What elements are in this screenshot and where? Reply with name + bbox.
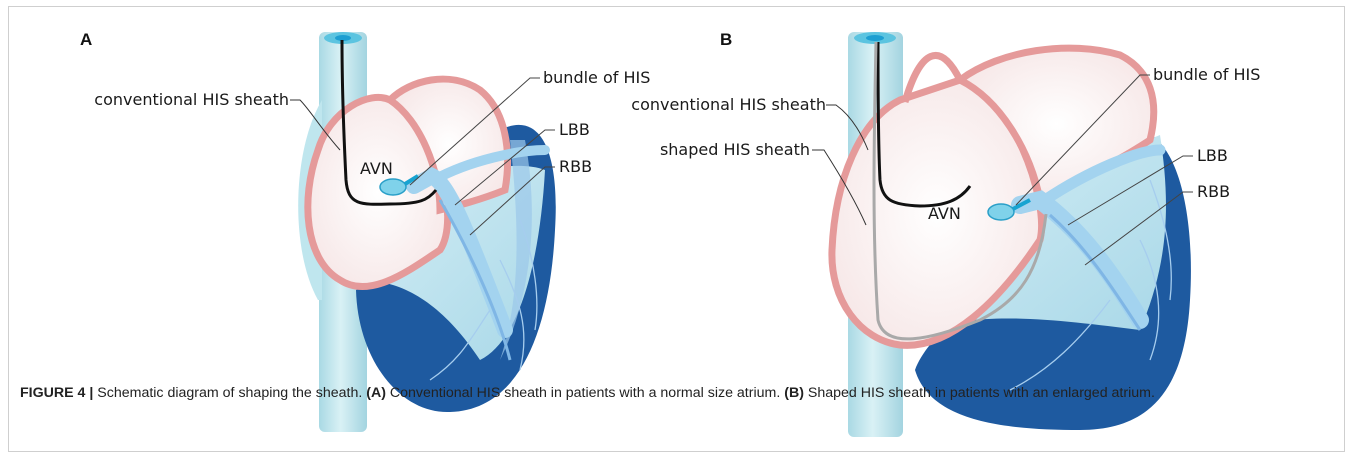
caption-figure-label: FIGURE 4 | [20,385,93,401]
caption-part-a-tag: (A) [366,385,386,401]
label-lbb-b: LBB [1197,146,1228,165]
caption-part-b-tag: (B) [784,385,804,401]
figure-caption: FIGURE 4 | Schematic diagram of shaping … [20,383,1335,403]
avn-node-b [988,204,1014,220]
label-conventional-sheath-b: conventional HIS sheath [604,95,826,114]
caption-intro: Schematic diagram of shaping the sheath. [97,385,362,401]
caption-part-a-text: Conventional HIS sheath in patients with… [390,385,780,401]
label-shaped-sheath-b: shaped HIS sheath [612,140,810,159]
label-bundle-of-his-a: bundle of HIS [543,68,650,87]
panel-b-heart [812,32,1193,437]
avn-node-a [380,179,406,195]
label-avn-b: AVN [928,204,961,223]
panel-a-letter: A [80,30,92,50]
label-avn-a: AVN [360,159,393,178]
panel-a-heart [290,32,556,432]
label-conventional-sheath-a: conventional HIS sheath [70,90,289,109]
label-lbb-a: LBB [559,120,590,139]
panel-b-letter: B [720,30,732,50]
label-rbb-a: RBB [559,157,592,176]
label-rbb-b: RBB [1197,182,1230,201]
label-bundle-of-his-b: bundle of HIS [1153,65,1260,84]
caption-part-b-text: Shaped HIS sheath in patients with an en… [808,385,1155,401]
